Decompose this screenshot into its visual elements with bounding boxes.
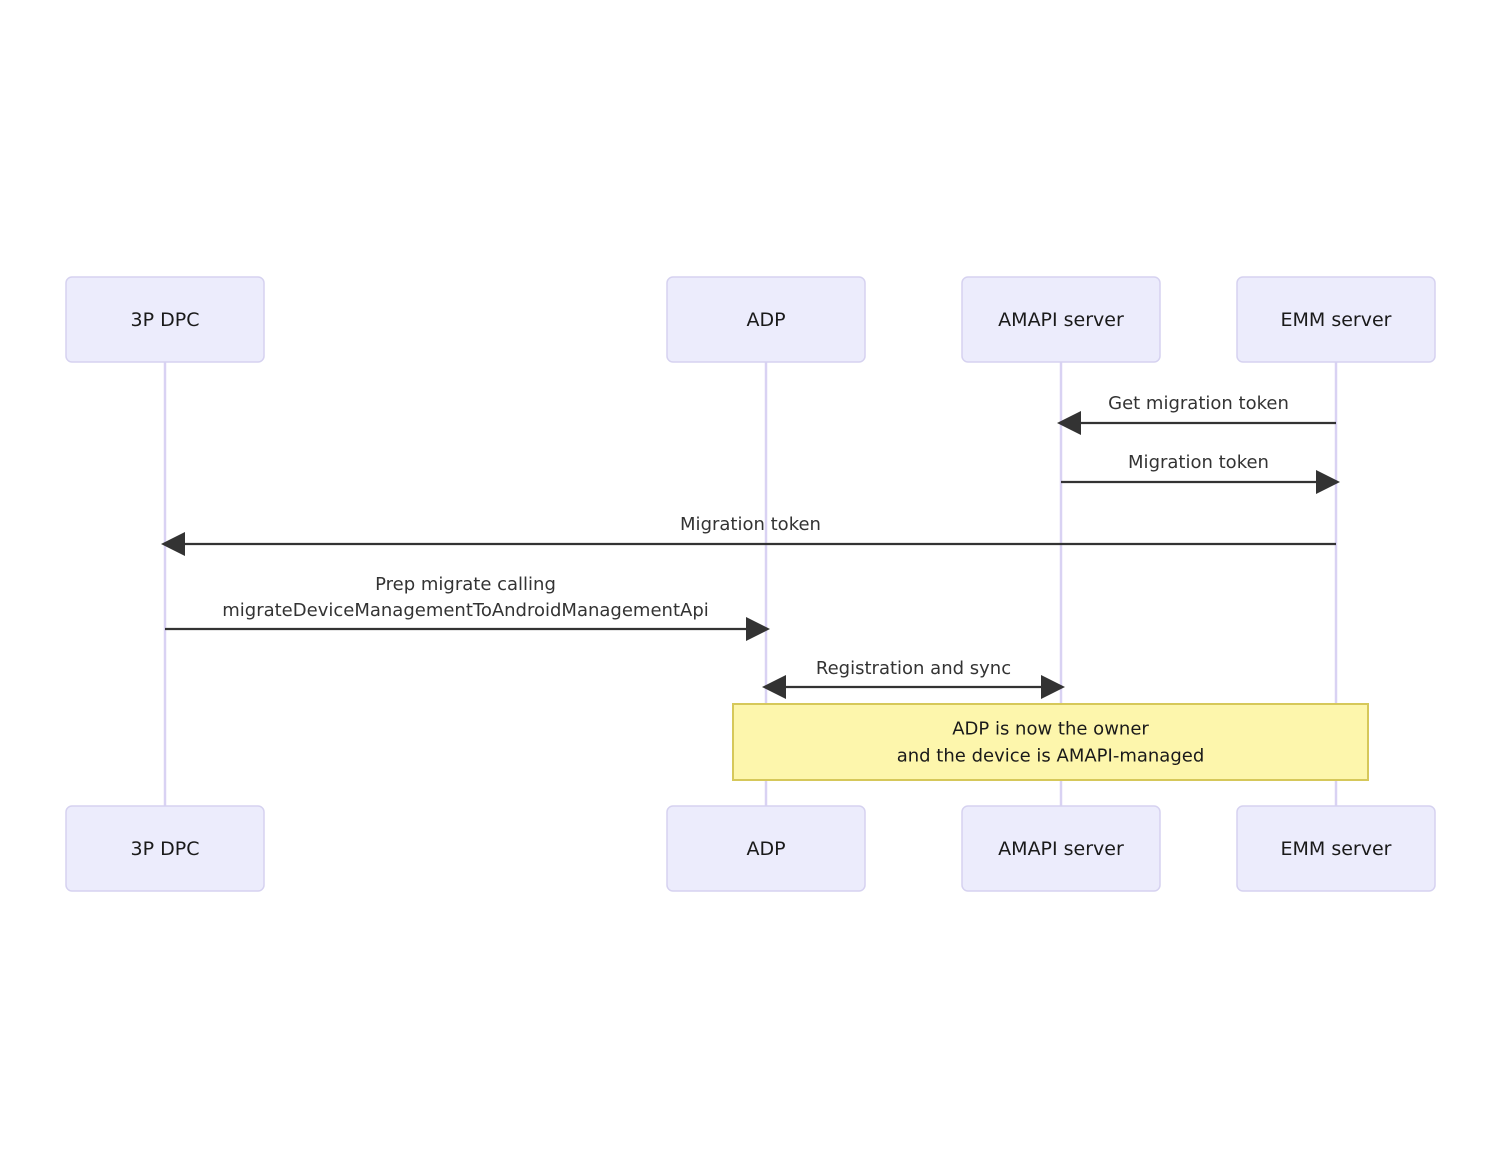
participant-dpc-bottom[interactable]: 3P DPC [65,805,265,892]
participant-box [1236,276,1436,363]
participant-dpc-top[interactable]: 3P DPC [65,276,265,363]
notes-group: ADP is now the owner and the device is AM… [732,703,1369,781]
message-label: Get migration token [1108,393,1289,414]
participant-label: EMM server [1281,838,1392,860]
participant-label: ADP [746,309,785,331]
participant-label: AMAPI server [998,838,1124,860]
message-m3[interactable]: Migration token [160,514,1336,557]
participant-box [65,805,265,892]
participant-emm-bottom[interactable]: EMM server [1236,805,1436,892]
message-m4[interactable]: Prep migrate calling migrateDeviceManagem… [165,574,771,642]
message-label: Migration token [680,514,821,535]
participant-label: EMM server [1281,309,1392,331]
message-label: migrateDeviceManagementToAndroidManageme… [222,600,709,621]
participant-amapi-bottom[interactable]: AMAPI server [961,805,1161,892]
message-m5[interactable]: Registration and sync [761,658,1066,700]
message-m2[interactable]: Migration token [1061,452,1341,495]
participant-box [666,805,866,892]
participant-emm-top[interactable]: EMM server [1236,276,1436,363]
note-n1[interactable]: ADP is now the owner and the device is AM… [732,703,1369,781]
participant-box [65,276,265,363]
message-label: Registration and sync [816,658,1011,679]
participant-box [666,276,866,363]
participant-label: AMAPI server [998,309,1124,331]
participant-label: ADP [746,838,785,860]
participant-box [961,805,1161,892]
message-label: Prep migrate calling [375,574,556,595]
participant-amapi-top[interactable]: AMAPI server [961,276,1161,363]
participant-label: 3P DPC [131,838,200,860]
note-label: and the device is AMAPI-managed [897,746,1205,767]
participant-adp-bottom[interactable]: ADP [666,805,866,892]
participant-box [961,276,1161,363]
message-m1[interactable]: Get migration token [1056,393,1336,436]
participant-adp-top[interactable]: ADP [666,276,866,363]
message-label: Migration token [1128,452,1269,473]
note-box [732,703,1369,781]
participant-label: 3P DPC [131,309,200,331]
participant-box [1236,805,1436,892]
note-label: ADP is now the owner [952,719,1149,740]
